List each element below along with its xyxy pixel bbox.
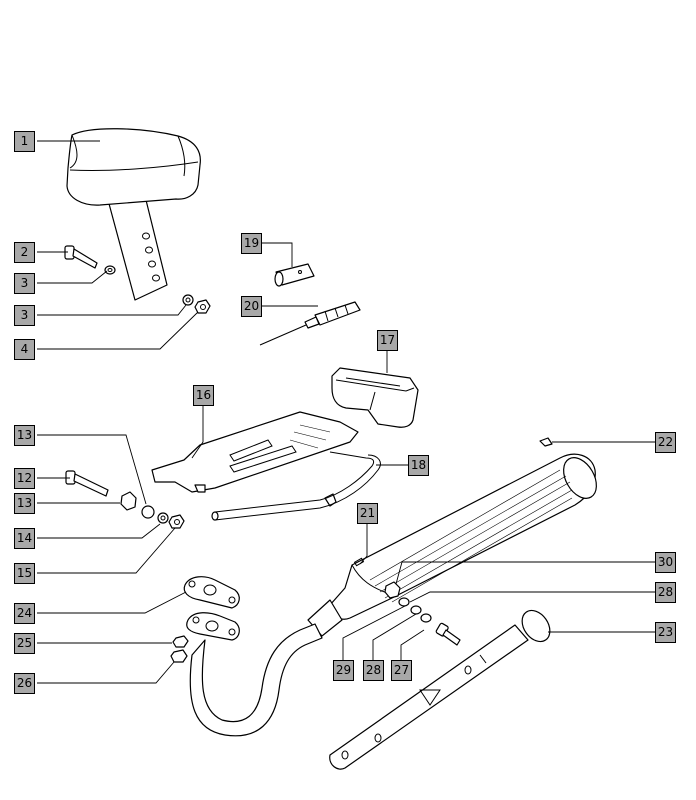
callout-28-upper: 28: [655, 582, 676, 603]
washer-part-28a: [410, 605, 422, 615]
nut-part-4: [194, 299, 211, 314]
washer-part-28b: [420, 613, 432, 623]
washer-part-3b: [182, 294, 194, 306]
callout-13-upper: 13: [14, 425, 35, 446]
callout-3-washer-lower: 3: [14, 305, 35, 326]
callout-26: 26: [14, 673, 35, 694]
callout-15: 15: [14, 563, 35, 584]
spacer-part-13b: [141, 505, 155, 519]
tool-tray-part-17: [331, 367, 419, 428]
callout-28-lower: 28: [363, 660, 384, 681]
callout-13-lower: 13: [14, 493, 35, 514]
callout-1: 1: [14, 131, 35, 152]
callout-21: 21: [357, 503, 378, 524]
callout-12: 12: [14, 468, 35, 489]
socket-part-19: [274, 263, 315, 287]
backrest-part: [66, 128, 201, 301]
gasket-part-24: [183, 576, 240, 609]
tail-pipe-part-23: [329, 609, 551, 770]
callout-18: 18: [408, 455, 429, 476]
muffler-part-21: [307, 453, 597, 637]
bolt-part-2: [64, 245, 98, 269]
callout-2: 2: [14, 242, 35, 263]
screwdriver-part-20: [259, 301, 361, 346]
callout-20: 20: [241, 296, 262, 317]
exhaust-pipe-part: [186, 612, 323, 737]
callout-27: 27: [391, 660, 412, 681]
screw-part-22: [539, 437, 553, 447]
callout-30: 30: [655, 552, 676, 573]
callout-16: 16: [193, 385, 214, 406]
callout-24: 24: [14, 603, 35, 624]
spacer-part-13a: [120, 491, 137, 511]
nut-part-26: [170, 649, 188, 663]
nut-part-30: [384, 581, 401, 599]
callout-23: 23: [655, 622, 676, 643]
washer-part-3a: [104, 265, 116, 275]
callout-14: 14: [14, 528, 35, 549]
bolt-part-12: [65, 470, 109, 497]
luggage-rack-part-16: [151, 411, 359, 507]
nut-part-15: [168, 514, 185, 529]
nut-part-25: [172, 635, 189, 648]
leader-lines: [37, 140, 655, 684]
washer-part-14: [157, 512, 169, 524]
rack-frame-part-18: [211, 451, 381, 521]
callout-3-washer: 3: [14, 273, 35, 294]
bolt-part-27: [435, 622, 461, 646]
callout-25: 25: [14, 633, 35, 654]
washer-part-29: [398, 597, 410, 607]
callout-19: 19: [241, 233, 262, 254]
callout-17: 17: [377, 330, 398, 351]
callout-22: 22: [655, 432, 676, 453]
callout-29: 29: [333, 660, 354, 681]
callout-4: 4: [14, 339, 35, 360]
